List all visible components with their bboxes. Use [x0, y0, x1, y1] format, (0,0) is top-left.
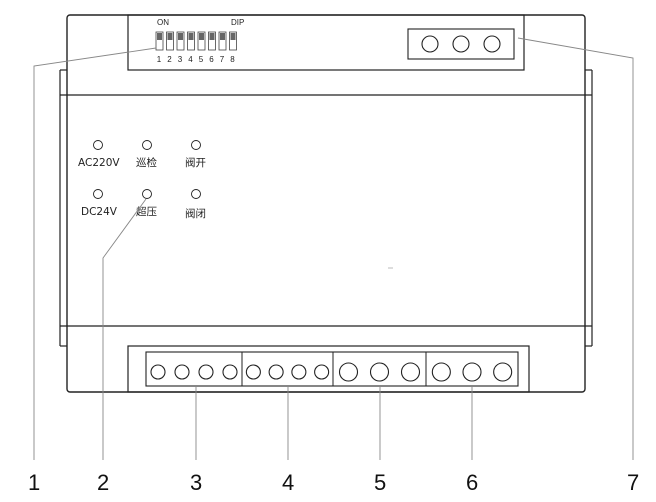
dip-switch-6[interactable]	[208, 31, 216, 51]
terminal-screw-hole[interactable]	[198, 364, 214, 380]
dip-position-label: 1	[157, 55, 162, 64]
indicator-valve-open: 阀开	[185, 140, 206, 169]
indicator-valve-closed: 阀闭	[185, 189, 206, 220]
indicator-xunjian: 巡检	[136, 140, 157, 169]
leader-lines	[33, 37, 634, 460]
dip-position-label: 8	[230, 55, 235, 64]
terminal-screw-hole[interactable]	[400, 362, 421, 382]
led-ac220v	[93, 140, 103, 150]
indicator-label: AC220V	[78, 157, 120, 169]
led-valve-open	[191, 140, 201, 150]
dip-position-label: 3	[178, 55, 183, 64]
dip-switch-7[interactable]	[218, 31, 227, 51]
dip-position-label: 2	[167, 55, 172, 64]
terminal-screw-hole[interactable]	[369, 362, 390, 382]
leader-1	[33, 47, 157, 460]
terminal-screw-hole[interactable]	[493, 362, 513, 382]
indicator-label: 超压	[136, 205, 157, 218]
indicator-label: 巡检	[136, 156, 157, 169]
led-overpressure	[142, 189, 152, 199]
dip-position-label: 4	[188, 55, 193, 64]
callout-5: 5	[374, 470, 386, 495]
dip-position-label: 7	[220, 55, 225, 64]
dip-position-label: 5	[199, 55, 204, 64]
callout-4: 4	[282, 470, 294, 495]
dip-switch-8[interactable]	[229, 31, 237, 51]
terminal-screw-hole[interactable]	[421, 35, 439, 53]
indicator-label: DC24V	[81, 206, 118, 218]
indicator-overpressure: 超压	[136, 189, 157, 218]
callout-2: 2	[97, 470, 109, 495]
indicator-label: 阀闭	[185, 207, 206, 220]
callout-numbers: 1 2 3 4 5 6 7	[28, 470, 639, 495]
terminal-screw-hole[interactable]	[174, 364, 190, 380]
terminal-screw-hole[interactable]	[483, 35, 501, 53]
led-dc24v	[93, 189, 103, 199]
terminal-screw-hole[interactable]	[431, 362, 451, 382]
leader-2	[102, 198, 147, 460]
top-terminal-block[interactable]	[407, 28, 515, 60]
leader-7	[517, 37, 634, 460]
dip-position-label: 6	[209, 55, 214, 64]
terminal-screw-hole[interactable]	[268, 364, 284, 380]
terminal-screw-hole[interactable]	[452, 35, 470, 53]
terminal-screw-hole[interactable]	[245, 364, 261, 380]
bottom-terminal-strip[interactable]	[127, 345, 530, 393]
dip-on-label: ON	[157, 18, 169, 27]
enclosure	[59, 14, 593, 393]
callout-7: 7	[627, 470, 639, 495]
callout-3: 3	[190, 470, 202, 495]
led-xunjian	[142, 140, 152, 150]
indicator-panel: AC220V 巡检 阀开 DC24V 超压 阀闭	[78, 140, 206, 220]
dip-switch-5[interactable]	[197, 31, 206, 51]
dip-switch-3[interactable]	[176, 31, 185, 51]
dip-switch-1[interactable]	[155, 31, 164, 51]
top-module	[127, 14, 525, 71]
indicator-dc24v: DC24V	[81, 189, 118, 218]
terminal-screw-hole[interactable]	[338, 362, 359, 382]
terminal-screw-hole[interactable]	[150, 364, 166, 380]
terminal-screw-hole[interactable]	[222, 364, 238, 380]
indicator-label: 阀开	[185, 156, 206, 169]
dip-dip-label: DIP	[231, 18, 244, 27]
led-valve-closed	[191, 189, 201, 199]
dip-switch-4[interactable]	[187, 31, 195, 51]
terminal-screw-hole[interactable]	[314, 364, 330, 380]
terminal-screw-hole[interactable]	[462, 362, 482, 382]
callout-1: 1	[28, 470, 40, 495]
callout-6: 6	[466, 470, 478, 495]
dip-switch-2[interactable]	[166, 31, 174, 51]
terminal-screw-hole[interactable]	[291, 364, 307, 380]
indicator-ac220v: AC220V	[78, 140, 120, 169]
